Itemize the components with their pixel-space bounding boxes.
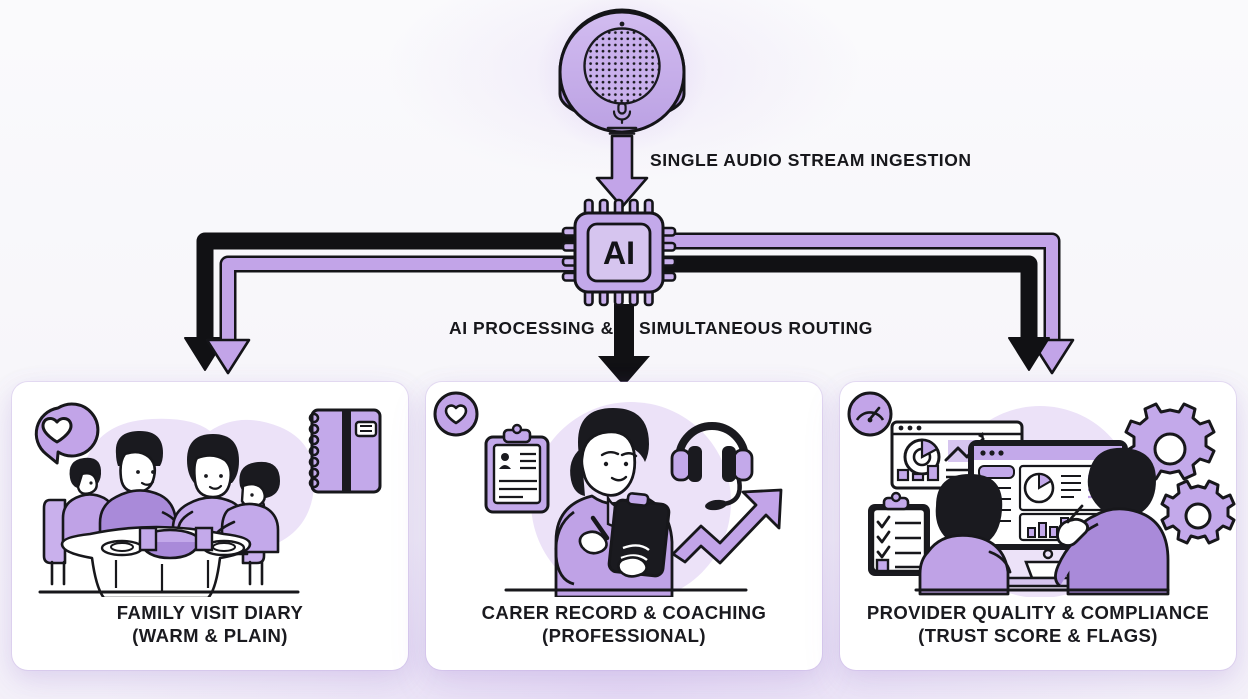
gear-icon-small (1160, 479, 1236, 545)
carer-with-clipboard-illustration (433, 391, 783, 597)
growth-arrow-icon (671, 488, 783, 565)
routing-pipe-right-black (648, 255, 1050, 371)
analyst-figure-left (918, 474, 1012, 596)
ai-chip-icon: AI (561, 198, 677, 307)
card-subtitle-family: (WARM & PLAIN) (132, 625, 288, 647)
card-title-family: FAMILY VISIT DIARY (116, 601, 304, 623)
routing-pipe-right-purple (648, 232, 1075, 375)
spiral-notebook-icon (308, 408, 382, 494)
output-card-provider[interactable]: PROVIDER QUALITY & COMPLIANCE (TRUST SCO… (840, 382, 1236, 670)
microphone-grille (583, 27, 661, 105)
heart-circle-icon (433, 391, 479, 437)
card-caption-carer: CARER RECORD & COACHING (PROFESSIONAL) (426, 601, 822, 648)
carer-figure (554, 408, 674, 597)
card-subtitle-provider: (TRUST SCORE & FLAGS) (918, 625, 1158, 647)
analytics-dashboard-illustration (847, 391, 1236, 597)
ai-chip-label: AI (603, 235, 635, 271)
processing-label: AI PROCESSING & (449, 318, 614, 338)
output-card-family[interactable]: FAMILY VISIT DIARY (WARM & PLAIN) (12, 382, 408, 670)
routing-arrow-center (598, 304, 650, 386)
ingestion-arrow (595, 134, 649, 209)
card-caption-family: FAMILY VISIT DIARY (WARM & PLAIN) (12, 601, 408, 648)
output-card-carer[interactable]: CARER RECORD & COACHING (PROFESSIONAL) (426, 382, 822, 670)
card-title-carer: CARER RECORD & COACHING (481, 601, 767, 623)
heart-speech-bubble-icon (34, 402, 100, 465)
routing-pipe-left-purple (205, 255, 600, 375)
card-title-provider: PROVIDER QUALITY & COMPLIANCE (866, 601, 1210, 623)
analyst-figure-right (1054, 447, 1170, 596)
dining-table (60, 525, 252, 597)
checklist-clipboard-icon (868, 491, 930, 576)
card-caption-provider: PROVIDER QUALITY & COMPLIANCE (TRUST SCO… (840, 601, 1236, 648)
card-subtitle-carer: (PROFESSIONAL) (542, 625, 706, 647)
routing-label: SIMULTANEOUS ROUTING (639, 318, 873, 338)
microphone-icon (612, 101, 632, 124)
microphone-device (536, 0, 708, 154)
patient-record-clipboard-icon (484, 423, 550, 514)
gauge-circle-icon (847, 391, 893, 437)
ingestion-label: SINGLE AUDIO STREAM INGESTION (650, 150, 972, 170)
headset-icon (670, 422, 754, 511)
family-dining-illustration (34, 402, 382, 597)
held-clipboard-icon (607, 492, 671, 578)
